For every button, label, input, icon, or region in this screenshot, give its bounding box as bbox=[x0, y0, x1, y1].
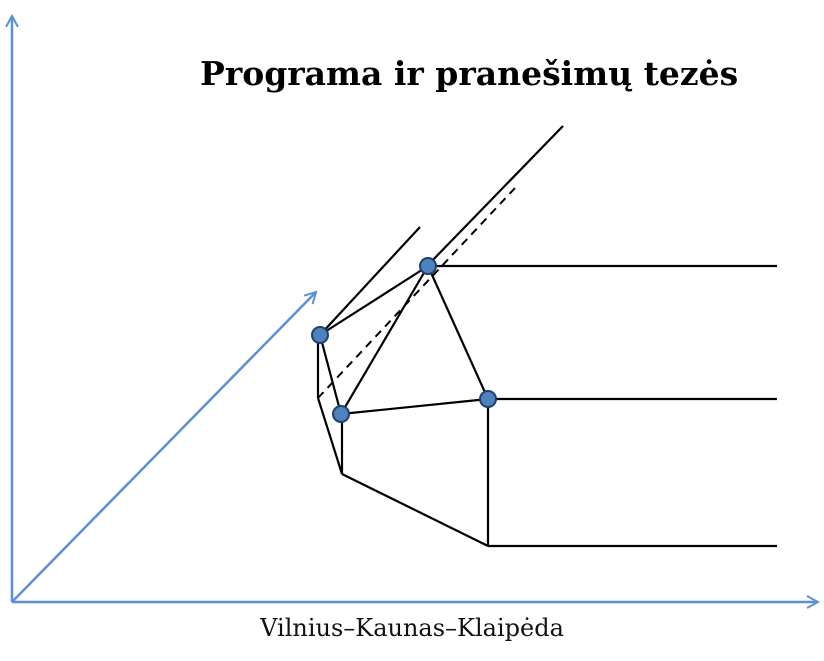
node-c bbox=[479, 390, 497, 408]
edge-a-b bbox=[319, 265, 429, 336]
left-slant-line bbox=[316, 397, 344, 475]
edge-d-c bbox=[340, 397, 489, 416]
upper-tangent-line bbox=[319, 226, 421, 336]
edge-b-d bbox=[340, 265, 429, 415]
node-b bbox=[419, 257, 437, 275]
diagonal-axis-arrow bbox=[11, 292, 316, 603]
node-d bbox=[332, 405, 350, 423]
edge-b-c bbox=[426, 265, 490, 400]
lower-slant-line bbox=[341, 473, 489, 547]
node-a bbox=[311, 326, 329, 344]
edge-a-d bbox=[318, 334, 343, 415]
page-title: Programa ir pranešimų tezės bbox=[200, 54, 739, 93]
dashed-diagonal-line bbox=[317, 187, 516, 399]
long-diagonal-line bbox=[427, 125, 564, 266]
city-caption: Vilnius–Kaunas–Klaipėda bbox=[260, 614, 564, 642]
